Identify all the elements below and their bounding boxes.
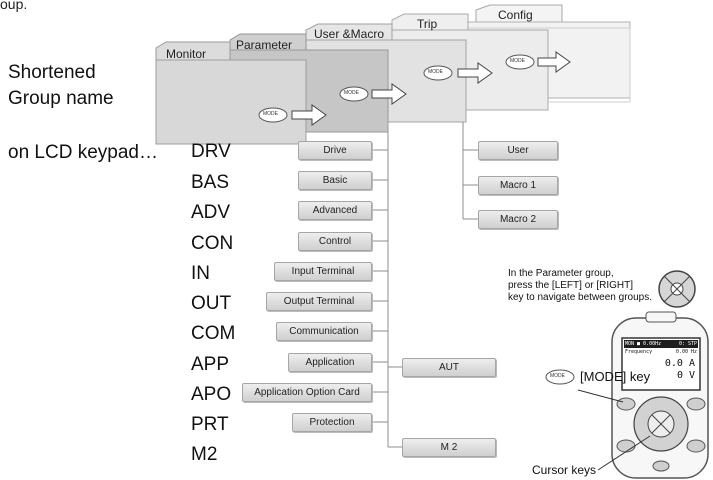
- mode-key-callout-icon: [545, 369, 575, 385]
- abbr-prt: PRT: [191, 414, 229, 435]
- shortened-group-caption: Shortened Group name: [8, 60, 114, 112]
- mode-button-icon: [423, 65, 453, 81]
- caption-line: on LCD keypad…: [8, 142, 158, 163]
- tab-monitor: Monitor: [166, 47, 207, 61]
- mode-button-icon: [505, 54, 535, 70]
- group-box-basic: Basic: [298, 171, 372, 190]
- abbr-apo: APO: [191, 384, 232, 405]
- tab-config: Config: [498, 8, 533, 22]
- arrow-right-icon: [291, 104, 327, 126]
- arrow-right-icon: [371, 83, 407, 105]
- navigation-note-line: key to navigate between groups.: [508, 292, 652, 303]
- group-box-application-option-card: Application Option Card: [242, 383, 372, 402]
- caption-line: Group name: [8, 88, 114, 109]
- group-box-input-terminal: Input Terminal: [274, 262, 372, 281]
- mode-button-label: MODE: [510, 58, 525, 64]
- lcd-keypad-device: [611, 311, 709, 479]
- arrow-right-icon: [537, 51, 571, 73]
- mode-button-label: MODE: [344, 90, 359, 96]
- arrow-right-icon: [457, 62, 493, 84]
- abbr-com: COM: [191, 323, 236, 344]
- group-box-advanced: Advanced: [298, 201, 372, 220]
- tab-parameter: Parameter: [236, 38, 293, 52]
- abbr-out: OUT: [191, 293, 232, 314]
- abbr-adv: ADV: [191, 202, 231, 223]
- caption-line: Shortened: [8, 62, 96, 83]
- tab-monitor-panel: [155, 41, 307, 145]
- cursor-keys-leader-line: [597, 435, 651, 471]
- lcd-header-right: 0: STP: [678, 341, 697, 347]
- tab-user-macro: User &Macro: [314, 27, 385, 41]
- group-box-protection: Protection: [292, 413, 372, 432]
- lcd-line-voltage: 0 V: [676, 370, 695, 381]
- lcd-line-current: 0.0 A: [664, 358, 695, 369]
- abbr-app: APP: [191, 354, 230, 375]
- mode-key-label: [MODE] key: [580, 369, 651, 384]
- group-box-communication: Communication: [276, 322, 372, 341]
- group-box-macro-1: Macro 1: [478, 176, 558, 195]
- mode-button-icon: [258, 107, 288, 123]
- abbr-drv: DRV: [191, 141, 231, 162]
- mode-button-label: MODE: [550, 373, 565, 379]
- lcd-line-frequency: Frequency 0.00 Hz: [625, 349, 697, 356]
- mode-button-label: MODE: [428, 69, 443, 75]
- navigation-note-line: press the [LEFT] or [RIGHT]: [508, 280, 634, 291]
- tab-trip: Trip: [417, 17, 438, 31]
- group-box-drive: Drive: [298, 141, 372, 160]
- group-box-macro-2: Macro 2: [478, 210, 558, 229]
- abbr-con: CON: [191, 233, 234, 254]
- abbr-in: IN: [191, 263, 210, 284]
- group-box-m2: M 2: [402, 438, 496, 457]
- mode-key-leader-line: [577, 389, 624, 403]
- cursor-keys-label: Cursor keys: [532, 463, 597, 477]
- mode-button-icon: [339, 86, 369, 102]
- group-box-output-terminal: Output Terminal: [266, 292, 372, 311]
- lcd-line1-label: Frequency: [625, 349, 653, 355]
- mode-key-on-keypad: [616, 397, 636, 411]
- abbr-bas: BAS: [191, 172, 230, 193]
- group-box-aut: AUT: [402, 358, 496, 377]
- navigation-note: In the Parameter group, press the [LEFT]…: [508, 268, 652, 304]
- mode-button-label: MODE: [263, 111, 278, 117]
- group-box-application: Application: [288, 353, 372, 372]
- lcd-header-left: MON ■ 0.00Hz: [625, 341, 662, 347]
- group-box-user: User: [478, 141, 558, 160]
- lcd-header: MON ■ 0.00Hz 0: STP: [625, 340, 697, 348]
- cropped-heading-fragment: oup.: [0, 0, 28, 12]
- navigation-note-line: In the Parameter group,: [508, 268, 614, 279]
- parameter-tree-lines: [372, 132, 402, 448]
- group-box-control: Control: [298, 232, 372, 251]
- user-macro-tree-lines: [462, 122, 478, 220]
- left-right-navigation-icon: [658, 270, 696, 308]
- lcd-line1-value: 0.00 Hz: [675, 349, 697, 355]
- abbr-m2: M2: [191, 444, 218, 465]
